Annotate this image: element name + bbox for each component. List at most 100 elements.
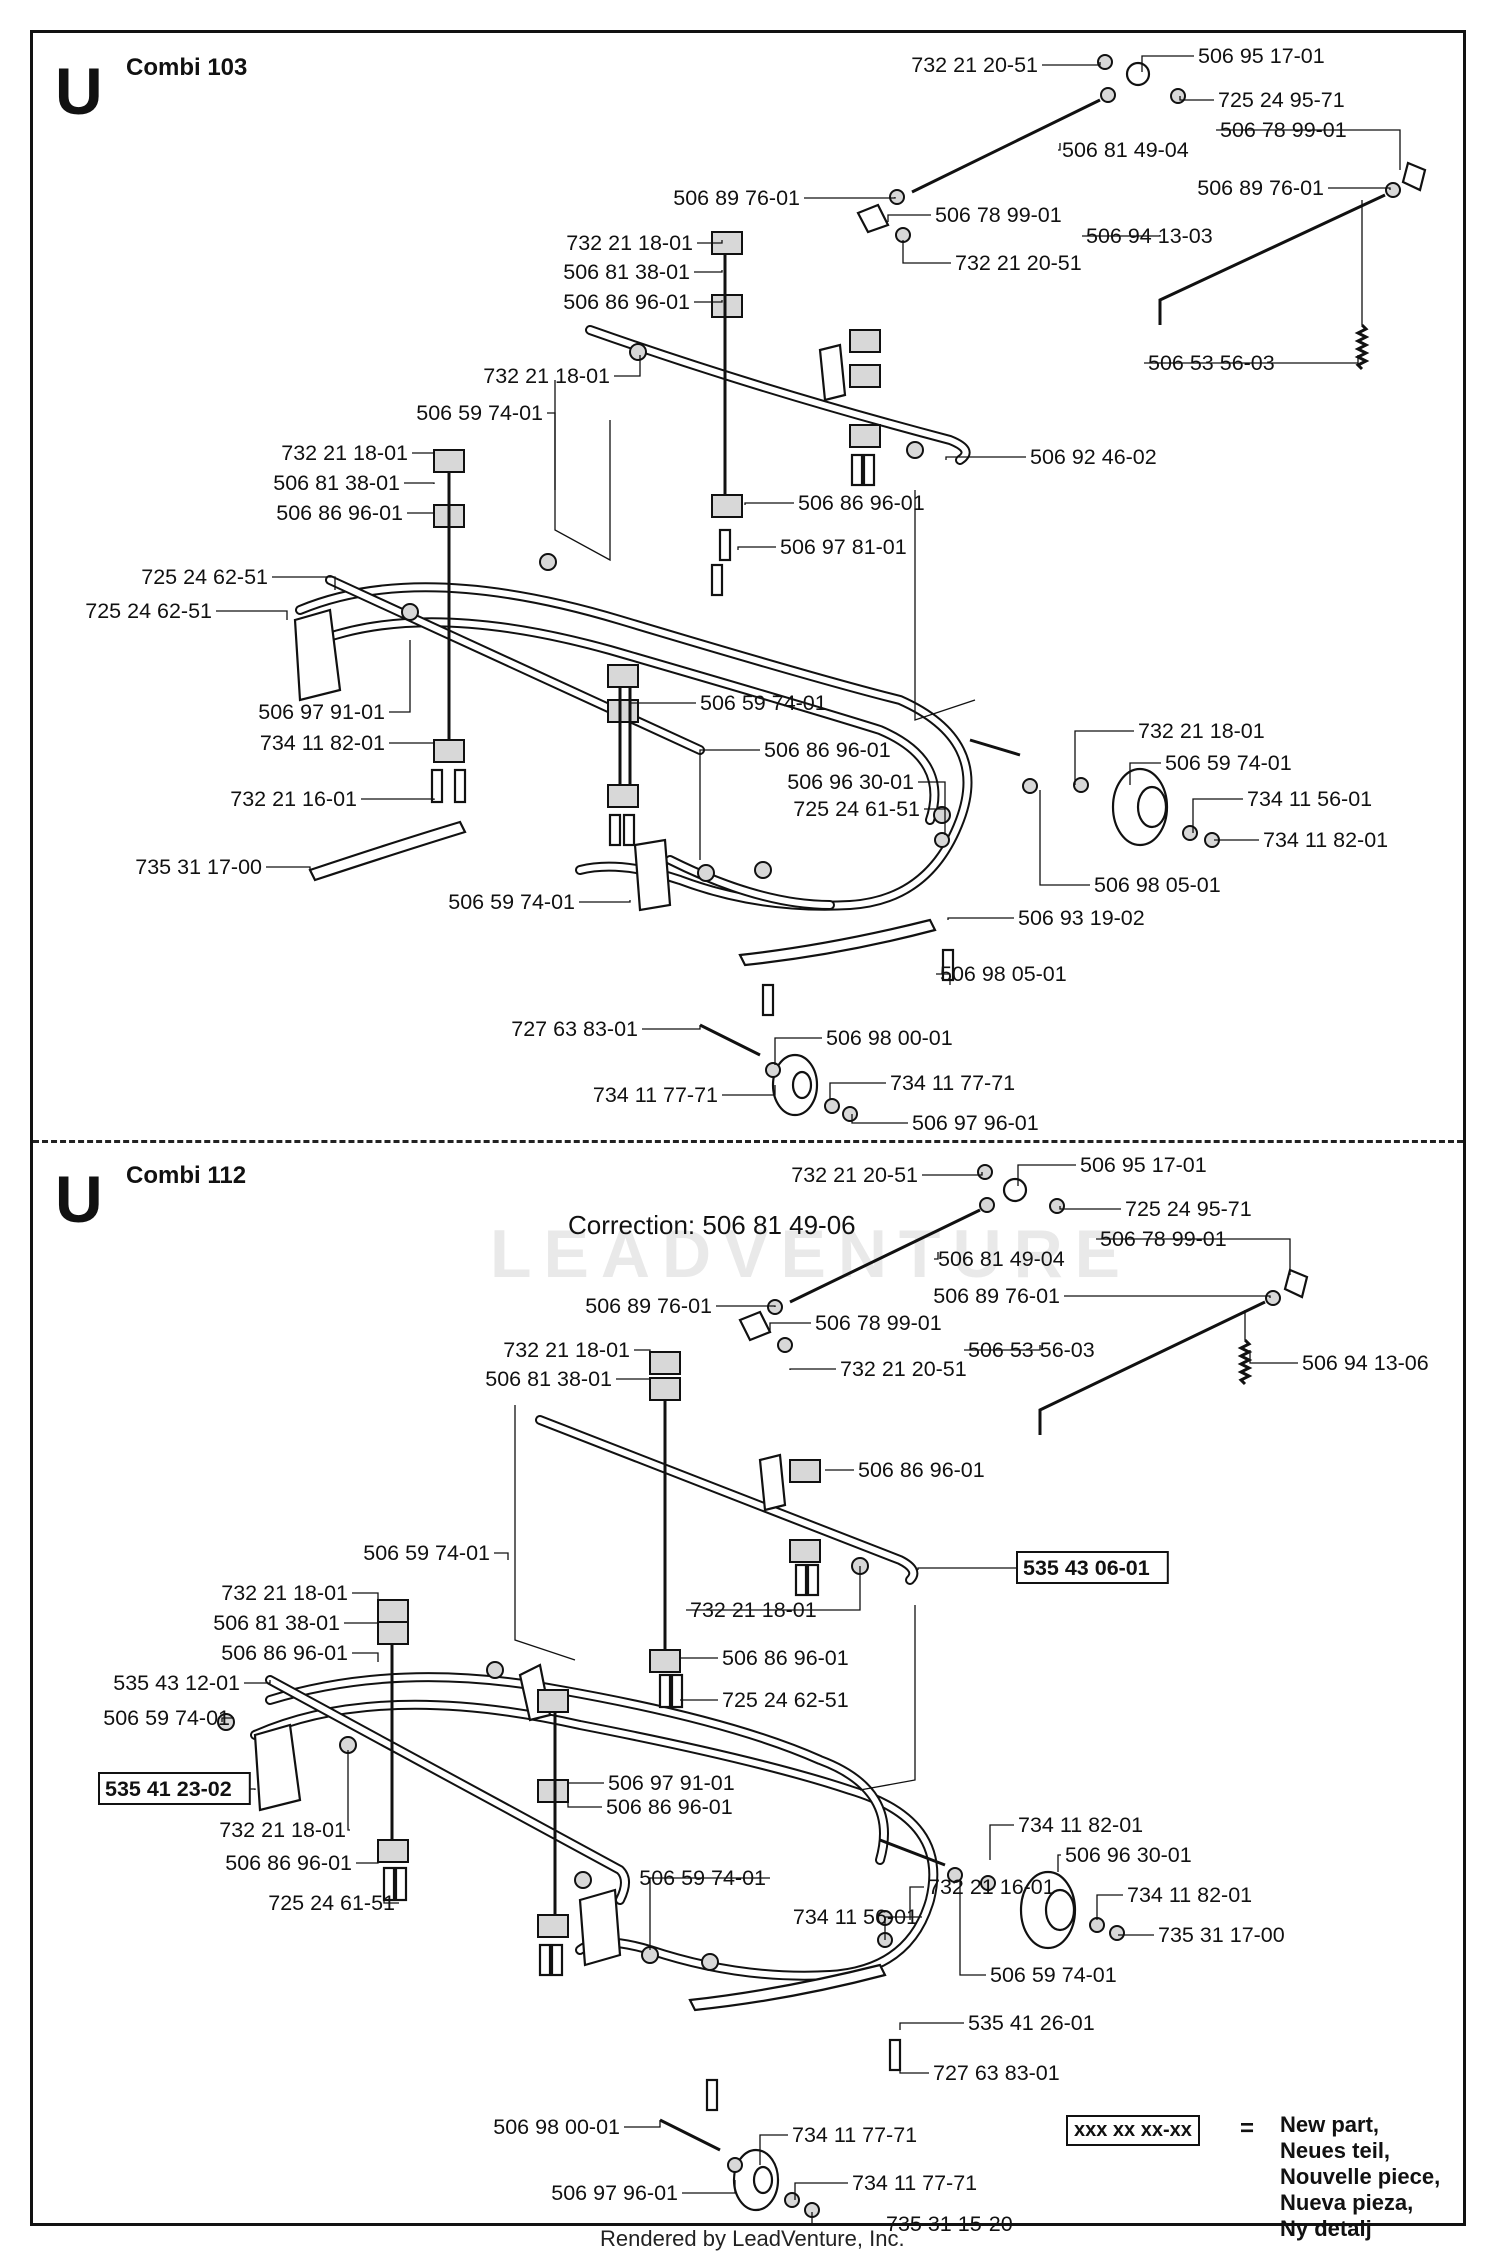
part-number-label: 506 98 00-01 — [493, 2115, 620, 2139]
leader-line — [634, 1349, 651, 1363]
leader-line — [1179, 96, 1214, 101]
leader-line — [567, 1788, 602, 1808]
part-number-label: 506 59 74-01 — [363, 1541, 490, 1565]
leader-line — [716, 1305, 776, 1307]
part-number-label: 506 89 76-01 — [933, 1284, 1060, 1308]
section-letter-combi-103: U — [55, 54, 103, 128]
leader-line — [266, 866, 311, 870]
part-number-label: 732 21 20-51 — [791, 1163, 918, 1187]
part-number-label: 535 41 26-01 — [968, 2011, 1095, 2035]
part-number-label: 506 96 30-01 — [787, 770, 914, 794]
leader-line — [344, 1622, 379, 1633]
part-number-label: 506 59 74-01 — [1165, 751, 1292, 775]
part-number-label: 732 21 18-01 — [483, 364, 610, 388]
part-number-label: 725 24 62-51 — [85, 599, 212, 623]
leader-line — [624, 2120, 661, 2128]
leader-line — [1074, 730, 1134, 785]
leader-line — [829, 1082, 886, 1100]
part-number-label: 506 86 96-01 — [606, 1795, 733, 1819]
part-number-label: 535 43 12-01 — [113, 1671, 240, 1695]
part-number-label: 734 11 77-71 — [593, 1083, 718, 1107]
part-number-label: 732 21 18-01 — [221, 1581, 348, 1605]
part-number-label: 506 81 49-04 — [1062, 138, 1189, 162]
leader-line — [1058, 143, 1061, 151]
leader-line — [352, 1652, 379, 1662]
part-number-label: 727 63 83-01 — [511, 1017, 638, 1041]
part-number-label: 506 59 74-01 — [448, 890, 575, 914]
part-number-label: 734 11 56-01 — [793, 1905, 918, 1929]
part-number-label: 734 11 82-01 — [1127, 1883, 1252, 1907]
leader-line — [884, 1916, 922, 1940]
leader-line — [1082, 235, 1161, 237]
part-number-label: 735 31 17-00 — [135, 855, 262, 879]
part-number-label: 506 94 13-06 — [1302, 1351, 1429, 1375]
part-number-label: 734 11 56-01 — [1247, 787, 1372, 811]
leader-line — [934, 1252, 939, 1260]
legend-new-part-line-2: Neues teil, — [1280, 2138, 1391, 2163]
leader-line — [221, 1717, 234, 1722]
part-number-label: 506 97 96-01 — [551, 2181, 678, 2205]
callout-leader-lines — [101, 55, 1401, 2225]
leader-line — [1192, 798, 1243, 833]
legend-new-part-line-5: Ny detalj — [1280, 2216, 1372, 2241]
part-number-label: 732 21 18-01 — [566, 231, 693, 255]
part-number-label: 506 95 17-01 — [1080, 1153, 1207, 1177]
part-number-label: 506 93 19-02 — [1018, 906, 1145, 930]
leader-line — [383, 1895, 399, 1904]
part-number-label: 506 78 99-01 — [1220, 118, 1347, 142]
leader-line — [759, 2134, 788, 2165]
legend-new-part-line-3: Nouvelle piece, — [1280, 2164, 1441, 2189]
new-part-callout-box — [1016, 1551, 1169, 1584]
part-number-label: 506 78 99-01 — [1100, 1227, 1227, 1251]
leader-line — [811, 2212, 882, 2225]
leader-line — [789, 1368, 836, 1370]
part-number-label: 734 11 77-71 — [852, 2171, 977, 2195]
part-number-label: 506 86 96-01 — [221, 1641, 348, 1665]
part-number-label: 732 21 20-51 — [911, 53, 1038, 77]
part-number-label: 506 94 13-03 — [1086, 224, 1213, 248]
part-number-label: 506 89 76-01 — [1197, 176, 1324, 200]
leader-line — [737, 546, 776, 550]
leader-line — [567, 1782, 604, 1795]
part-number-label: 506 86 96-01 — [858, 1458, 985, 1482]
legend-new-part-line-1: New part, — [1280, 2112, 1380, 2137]
leader-line — [964, 1345, 1041, 1351]
part-number-label: 506 89 76-01 — [673, 186, 800, 210]
leader-line — [697, 240, 723, 244]
part-number-label: 725 24 95-71 — [1218, 88, 1345, 112]
part-number-label: 506 98 05-01 — [940, 962, 1067, 986]
part-number-label: 506 98 05-01 — [1094, 873, 1221, 897]
part-number-label: 506 53 56-03 — [968, 1338, 1095, 1362]
part-number-callouts: 732 21 20-51 506 95 17-01 725 24 95-71 506 … — [85, 44, 1428, 2236]
legend-equals-sign: = — [1240, 2115, 1255, 2142]
part-number-label: 506 81 38-01 — [213, 1611, 340, 1635]
part-number-label: 506 59 74-01 — [990, 1963, 1117, 1987]
part-number-label: 506 98 00-01 — [826, 1026, 953, 1050]
leader-line — [629, 690, 696, 704]
part-number-label: 734 11 77-71 — [890, 1071, 1015, 1095]
section-divider — [33, 1140, 1463, 1143]
section-letter-combi-112: U — [55, 1162, 103, 1236]
leader-line — [404, 482, 435, 484]
part-number-label: 506 97 96-01 — [912, 1111, 1039, 1135]
leader-line — [989, 1824, 1014, 1860]
leader-line — [642, 1025, 701, 1030]
part-number-label: 727 63 83-01 — [933, 2061, 1060, 2085]
leader-line — [547, 412, 556, 490]
leader-line — [722, 1085, 776, 1096]
part-number-label: 725 24 62-51 — [722, 1688, 849, 1712]
leader-line — [494, 1552, 509, 1560]
leader-line — [1064, 1295, 1271, 1298]
leader-line — [686, 1566, 861, 1611]
part-number-label: 506 92 46-02 — [1030, 445, 1157, 469]
leader-line — [1057, 1854, 1061, 1872]
part-number-label: 734 11 82-01 — [260, 731, 385, 755]
leader-line — [924, 808, 946, 835]
leader-line — [887, 214, 931, 222]
diagram-frame — [30, 30, 1466, 2226]
part-number-label: 506 78 99-01 — [935, 203, 1062, 227]
leader-line — [694, 300, 723, 303]
leader-line — [804, 197, 896, 199]
leader-line — [356, 1851, 379, 1864]
